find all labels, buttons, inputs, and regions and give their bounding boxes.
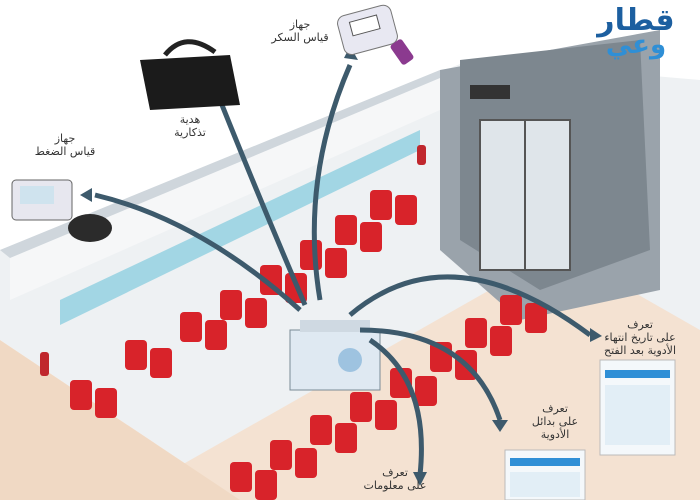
alternatives-leaflet-icon: [504, 449, 586, 500]
label-alternatives-info: تعرف على بدائل الأدوية: [531, 402, 579, 441]
expiry-leaflet-icon: [599, 359, 676, 456]
bp-monitor-icon: [11, 179, 112, 242]
logo: قطار وعي: [578, 4, 694, 100]
medicine-cart: [289, 320, 381, 391]
label-expiry-info: تعرف على تاريخ انتهاء الأدوية بعد الفتح: [603, 318, 677, 357]
label-medicine-info: تعرف على معلومات: [363, 466, 427, 492]
seats-right: [230, 295, 547, 500]
label-glucose-meter: جهاز قياس السكر: [271, 18, 329, 44]
travel-bag-icon: [140, 39, 240, 110]
fire-extinguisher-icon: [417, 145, 426, 165]
glucose-meter-icon: [337, 4, 414, 65]
pointer-arrows: [94, 64, 592, 476]
fire-extinguisher-icon: [40, 352, 49, 376]
logo-text-line2: وعي: [605, 30, 667, 60]
logo-text-line1: قطار: [597, 3, 675, 38]
label-souvenir-gift: هدية تذكارية: [174, 113, 206, 139]
label-bp-monitor: جهاز قياس الضغط: [34, 132, 96, 158]
